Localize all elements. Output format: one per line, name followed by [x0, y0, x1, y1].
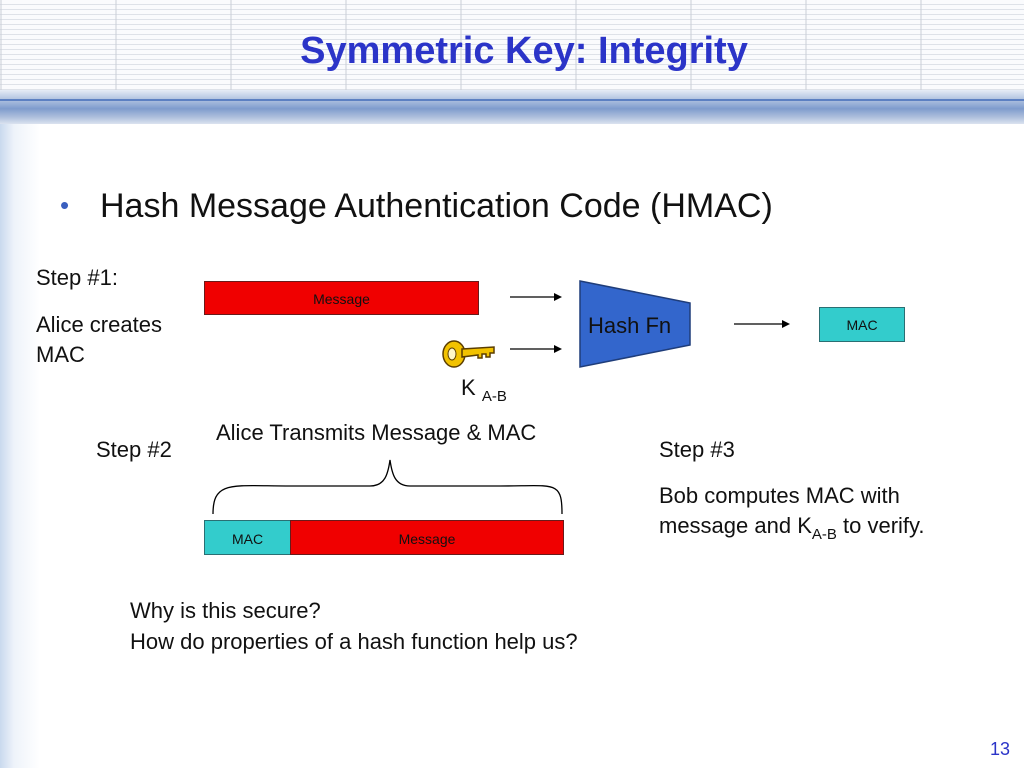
- message-box: Message: [204, 281, 479, 315]
- bullet-text: Hash Message Authentication Code (HMAC): [100, 187, 773, 225]
- key-subscript: A-B: [481, 388, 507, 405]
- header-band: [0, 90, 1024, 124]
- step3-text-prefix: message and K: [659, 513, 812, 538]
- transmit-mac-box: MAC: [204, 520, 291, 555]
- question-line2: How do properties of a hash function hel…: [130, 629, 578, 654]
- step3-description-line2: message and KA-B to verify.: [659, 513, 925, 543]
- hash-function-shape: [579, 280, 691, 368]
- hash-function-label: Hash Fn: [588, 313, 672, 338]
- arrow-right-icon: [734, 320, 790, 328]
- curly-brace-icon: [212, 459, 563, 515]
- step3-text-suffix: to verify.: [836, 513, 925, 538]
- bullet-dot: •: [60, 190, 70, 220]
- slide-header: [0, 0, 1024, 90]
- question-line1: Why is this secure?: [130, 598, 321, 623]
- step1-description-line1: Alice creates: [36, 312, 162, 337]
- transmit-message-box: Message: [290, 520, 564, 555]
- step1-label: Step #1:: [36, 265, 118, 290]
- slide-number: 13: [989, 739, 1010, 759]
- step3-description-line1: Bob computes MAC with: [659, 483, 900, 508]
- arrow-right-icon: [510, 293, 562, 301]
- key-letter: K: [461, 375, 476, 400]
- step1-description-line2: MAC: [36, 342, 85, 367]
- step3-key-subscript: A-B: [811, 526, 837, 543]
- arrow-right-icon: [510, 345, 562, 353]
- key-label: K A-B: [461, 375, 507, 405]
- step2-label: Step #2: [96, 437, 172, 462]
- step2-caption: Alice Transmits Message & MAC: [216, 420, 537, 445]
- slide-title: Symmetric Key: Integrity: [300, 30, 748, 72]
- step3-label: Step #3: [659, 437, 735, 462]
- key-icon: [442, 340, 495, 368]
- mac-output-box: MAC: [819, 307, 905, 342]
